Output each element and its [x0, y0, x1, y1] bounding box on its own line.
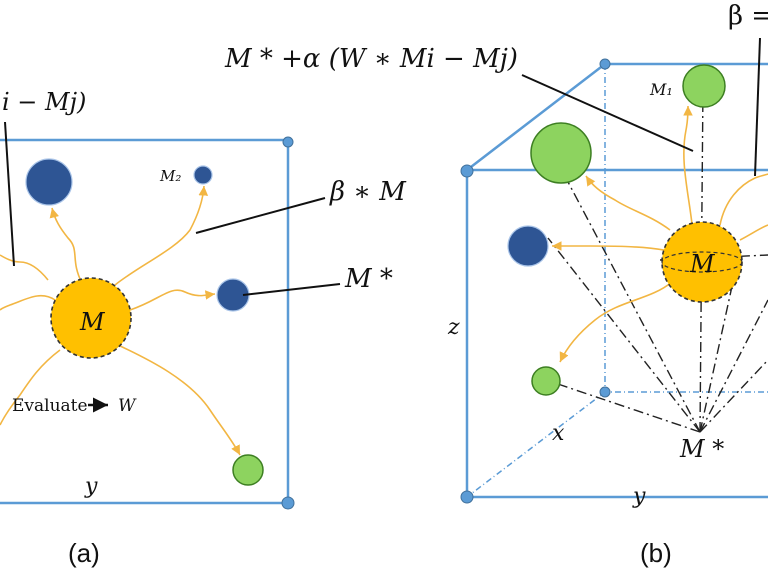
panel-b-hidden-floor-edge	[466, 391, 606, 498]
panel-b-axis-x: x	[552, 421, 565, 446]
panel-b-center-label: M	[689, 250, 716, 278]
panel-b-axis-y: y	[632, 484, 646, 509]
panel-b-dashdot-5	[699, 299, 768, 433]
panel-b-caption: (b)	[640, 538, 672, 568]
panel-b-path-small-green	[559, 281, 673, 363]
panel-a-evaluate-text: Evaluate	[12, 396, 88, 416]
panel-b-vertex-back-top	[599, 58, 611, 70]
panel-a-path-left-lower	[0, 349, 61, 426]
panel-a-formula-leader	[4, 121, 15, 267]
panel-a-path-left-upper	[0, 254, 49, 281]
panel-a-formula-fragment: i − Mj)	[2, 88, 86, 116]
panel-b-formula-leader	[521, 74, 694, 152]
panel-b-beta-leader	[754, 37, 761, 177]
panel-a-m2-label: M₂	[159, 167, 181, 185]
panel-b-center-equator	[661, 251, 743, 273]
panel-b-moth-blue	[507, 225, 549, 267]
panel-a-boundary	[0, 138, 290, 505]
panel-b-m1-label: M₁	[649, 80, 673, 99]
panel-a-path-green	[117, 344, 241, 456]
panel-b-path-large-green	[585, 175, 671, 231]
panel-a-moth-m2	[193, 165, 213, 185]
panel-a-caption: (a)	[68, 538, 100, 568]
panel-a-path-mstar	[129, 289, 216, 311]
panel-a-beta-leader	[195, 197, 326, 234]
panel-a-center-moth	[50, 277, 132, 359]
panel-b-vertex-back-bottom	[599, 386, 611, 398]
panel-a: M M₂ i − Mj) β ∗ M M * Evaluate W y (a)	[0, 88, 407, 568]
panel-a-beta-label: β ∗ M	[329, 177, 407, 207]
panel-a-corner-top	[282, 136, 294, 148]
panel-b-path-blue	[552, 241, 665, 251]
panel-b-moth-large-green	[530, 122, 592, 184]
panel-a-moth-large	[25, 158, 73, 206]
panel-b-moth-m1	[682, 64, 726, 108]
panel-b: M M₁ M * +α (W ∗ Mi − Mj) β = M * z x y …	[224, 1, 768, 568]
panel-b-path-right	[739, 224, 768, 241]
panel-a-center-label: M	[79, 308, 106, 336]
panel-a-axis-y: y	[84, 474, 98, 499]
panel-b-dashdot-6	[699, 359, 768, 433]
panel-b-dashdot-2	[566, 179, 701, 433]
panel-b-dashdot-1	[547, 237, 701, 433]
panel-b-dashdot-3	[548, 380, 701, 433]
panel-a-moth-green	[232, 454, 264, 486]
panel-b-path-right-up	[719, 173, 768, 226]
panel-b-vertex-front-top	[460, 164, 474, 178]
panel-b-dashdot-4	[699, 84, 704, 433]
panel-a-path-top	[49, 207, 83, 284]
panel-a-mstar-leader	[242, 283, 341, 296]
panel-b-beta-fragment: β =	[728, 1, 768, 31]
panel-a-path-m2	[114, 185, 209, 286]
panel-a-path-left	[0, 295, 56, 311]
panel-a-mstar-label: M *	[344, 264, 393, 294]
panel-b-formula: M * +α (W ∗ Mi − Mj)	[224, 44, 518, 74]
panel-b-path-m1	[683, 105, 693, 225]
panel-b-moth-small-green	[531, 366, 561, 396]
panel-b-vertex-front-bottom	[460, 490, 474, 504]
panel-b-mstar-label: M *	[679, 435, 724, 463]
panel-a-evaluate-target: W	[118, 396, 137, 416]
panel-a-corner-bottom	[281, 496, 295, 510]
panel-b-axis-z: z	[447, 315, 460, 340]
